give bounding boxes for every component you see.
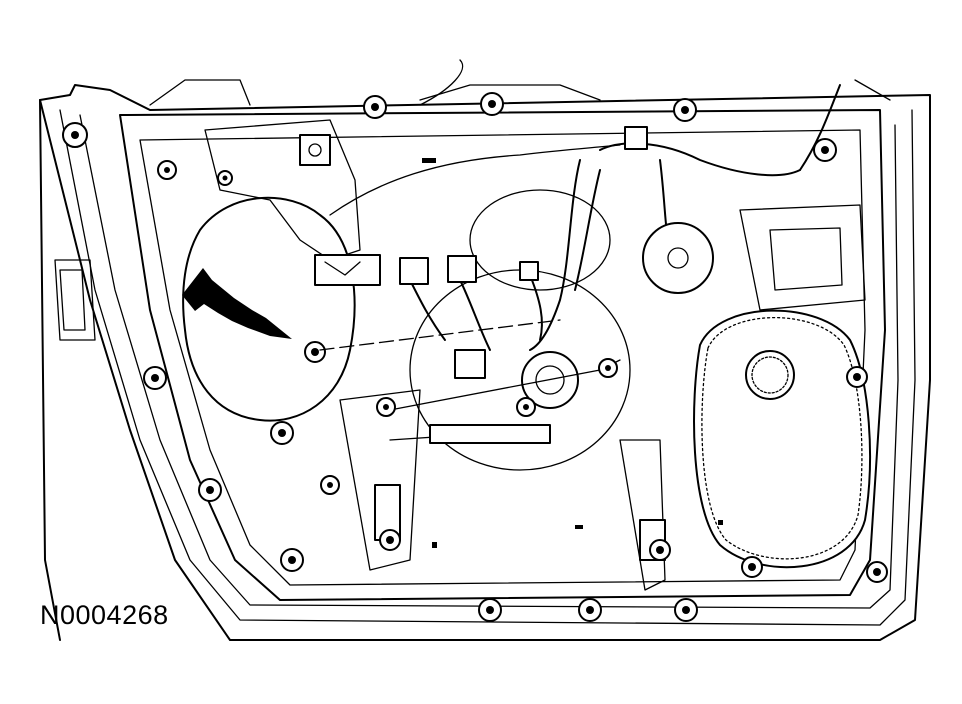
- connectors: [314, 254, 539, 286]
- wiring-harness: [329, 59, 841, 351]
- inner-panel: [119, 109, 886, 601]
- dash-leader: [319, 319, 561, 351]
- regulator-motor: [389, 189, 631, 471]
- door-frame: [39, 79, 931, 641]
- figure-reference-code: N0004268: [40, 600, 169, 630]
- arrow-icon: [182, 268, 292, 339]
- fasteners: [62, 92, 888, 622]
- regulator-rail: [339, 389, 666, 591]
- grommet: [642, 222, 714, 294]
- upper-bracket: [204, 119, 361, 261]
- part-markers: [422, 158, 723, 548]
- speaker: [693, 309, 871, 569]
- access-cover: [182, 196, 356, 422]
- upper-right-recess: [739, 204, 866, 311]
